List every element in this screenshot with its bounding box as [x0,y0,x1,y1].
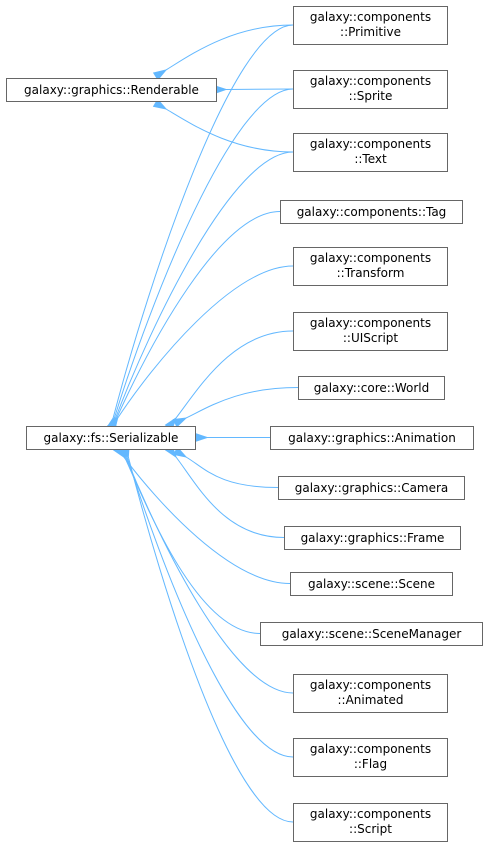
class-name-line: galaxy::graphics::Renderable [24,83,199,97]
class-node-serializable[interactable]: galaxy::fs::Serializable [26,426,196,450]
class-box [293,70,448,109]
inheritance-edge-primitive-to-renderable [166,24,294,70]
class-node-text[interactable]: galaxy::components::Text [293,133,448,172]
inheritance-edge-uiscript-to-serializable [176,330,294,418]
class-node-renderable[interactable]: galaxy::graphics::Renderable [6,78,217,102]
class-name-line: galaxy::scene::SceneManager [282,627,462,641]
class-name-line: galaxy::components [310,316,431,330]
inheritance-edge-world-to-serializable [186,387,299,419]
inheritance-edge-transform-to-serializable [118,265,294,418]
class-name-line: galaxy::fs::Serializable [44,431,179,445]
class-name-line: ::Text [354,152,387,166]
class-node-flag[interactable]: galaxy::components::Flag [293,738,448,777]
inheritance-edge-sprite-to-serializable [114,88,294,418]
class-box [293,247,448,286]
class-name-line: ::UIScript [343,331,399,345]
class-box [293,674,448,713]
class-name-line: galaxy::graphics::Animation [288,431,456,445]
inheritance-edge-text-to-renderable [166,109,294,153]
inheritance-edge-camera-to-serializable [186,457,279,488]
class-box [270,426,474,450]
class-name-line: ::Transform [337,266,405,280]
class-node-frame[interactable]: galaxy::graphics::Frame [284,526,461,550]
class-box [293,738,448,777]
inheritance-edge-scene-to-serializable [124,457,291,584]
class-name-line: galaxy::scene::Scene [308,577,435,591]
class-node-transform[interactable]: galaxy::components::Transform [293,247,448,286]
inheritance-edge-scenemanager-to-serializable [125,457,261,634]
class-name-line: galaxy::components::Tag [297,205,447,219]
class-name-line: galaxy::components [310,137,431,151]
class-name-line: galaxy::components [310,74,431,88]
class-node-script[interactable]: galaxy::components::Script [293,803,448,842]
inheritance-edge-script-to-serializable [128,457,294,823]
inheritance-edge-sprite-to-renderable [226,89,294,90]
class-name-line: galaxy::core::World [314,381,430,395]
class-box [260,622,483,646]
class-name-line: galaxy::components [310,10,431,24]
class-node-world[interactable]: galaxy::core::World [298,376,445,400]
inheritance-edge-primitive-to-serializable [113,24,294,418]
class-box [284,526,461,550]
class-node-uiscript[interactable]: galaxy::components::UIScript [293,312,448,351]
class-name-line: galaxy::graphics::Camera [295,481,449,495]
class-node-camera[interactable]: galaxy::graphics::Camera [278,476,465,500]
class-box [293,803,448,842]
class-node-scene[interactable]: galaxy::scene::Scene [290,572,453,596]
class-box [6,78,217,102]
class-box [280,200,463,224]
inheritance-edge-tag-to-serializable [117,211,281,419]
class-node-primitive[interactable]: galaxy::components::Primitive [293,6,448,45]
class-node-animated[interactable]: galaxy::components::Animated [293,674,448,713]
inheritance-edge-animated-to-serializable [126,457,294,694]
class-node-tag[interactable]: galaxy::components::Tag [280,200,463,224]
class-name-line: ::Script [349,822,392,836]
class-box [293,133,448,172]
class-node-scenemanager[interactable]: galaxy::scene::SceneManager [260,622,483,646]
class-box [290,572,453,596]
inheritance-edge-text-to-serializable [116,151,294,418]
class-box [26,426,196,450]
inheritance-edges [113,24,299,823]
class-box [293,6,448,45]
class-name-line: ::Animated [338,693,404,707]
class-node-sprite[interactable]: galaxy::components::Sprite [293,70,448,109]
class-box [293,312,448,351]
inheritance-edge-flag-to-serializable [127,457,294,758]
class-name-line: ::Sprite [349,89,393,103]
class-node-animation[interactable]: galaxy::graphics::Animation [270,426,474,450]
class-name-line: ::Primitive [340,25,401,39]
class-name-line: galaxy::components [310,807,431,821]
inheritance-edge-frame-to-serializable [176,457,285,538]
class-name-line: galaxy::components [310,678,431,692]
class-name-line: galaxy::components [310,251,431,265]
class-name-line: ::Flag [354,757,387,771]
class-name-line: galaxy::graphics::Frame [301,531,445,545]
class-name-line: galaxy::components [310,742,431,756]
class-box [278,476,465,500]
class-box [298,376,445,400]
class-nodes: galaxy::graphics::Renderablegalaxy::fs::… [6,6,483,842]
